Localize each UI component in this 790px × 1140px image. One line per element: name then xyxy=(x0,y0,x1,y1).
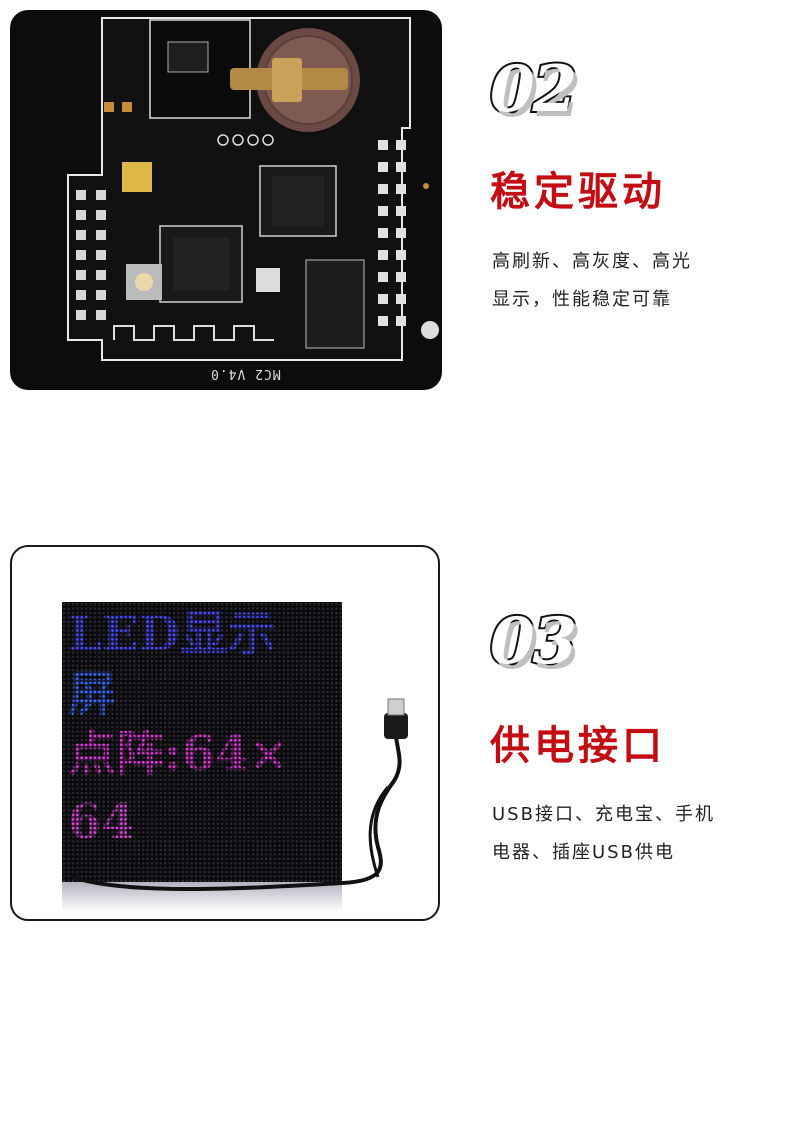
section-number: 03 xyxy=(488,604,579,679)
description-line: USB接口、充电宝、手机 xyxy=(492,804,715,825)
section-description: 高刷新、高灰度、高光 显示，性能稳定可靠 xyxy=(492,243,692,319)
section-number: 02 xyxy=(488,52,579,127)
section-title: 供电接口 xyxy=(490,723,666,769)
section-title: 稳定驱动 xyxy=(490,169,666,215)
board-label: MC2 V4.0 xyxy=(210,366,281,381)
description-line: 显示，性能稳定可靠 xyxy=(492,289,672,310)
circuit-board-image: MC2 V4.0 xyxy=(10,10,442,390)
usb-cable-icon xyxy=(71,698,408,892)
description-line: 高刷新、高灰度、高光 xyxy=(492,251,692,272)
section-description: USB接口、充电宝、手机 电器、插座USB供电 xyxy=(492,796,715,872)
pcb-illustration xyxy=(67,17,439,361)
description-line: 电器、插座USB供电 xyxy=(492,842,675,863)
led-display-image: LED显示 屏 点阵:64× 64 xyxy=(10,545,440,921)
